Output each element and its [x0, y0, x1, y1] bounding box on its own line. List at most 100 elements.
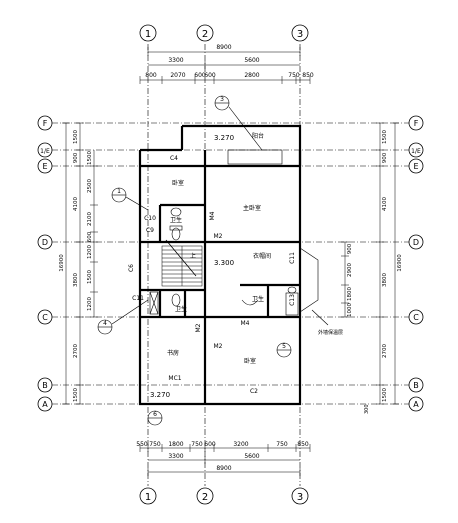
dim-right-detail-2: 2900: [347, 263, 353, 277]
room-bedroom-s: 卧室: [244, 357, 256, 365]
axis-label-3-bottom: 3: [297, 492, 303, 503]
dimension-chain-top: [139, 47, 311, 84]
axis-label-E-left: E: [42, 162, 47, 171]
dim-bottom-detail-1: 550: [136, 441, 148, 448]
dim-left-span-6: 1500: [73, 388, 79, 402]
axis-label-B-left: B: [42, 381, 48, 390]
axis-label-E-right: E: [413, 162, 418, 171]
dimension-chain-right: [341, 122, 399, 405]
room-bedroom-nw: 卧室: [172, 179, 184, 187]
callout-6: 6: [153, 411, 157, 418]
axis-label-F-left: F: [43, 119, 48, 128]
axis-label-1E-left: 1/E: [40, 148, 50, 155]
dim-top-detail-5: 2800: [244, 72, 259, 79]
dim-bottom-span-2: 5600: [244, 453, 259, 460]
dim-top-detail-3: 600: [194, 72, 206, 79]
opening-C4: C4: [170, 155, 178, 162]
stair: [161, 239, 203, 287]
dim-bottom-detail-6: 3200: [233, 441, 248, 448]
dim-left-span-1: 1500: [73, 130, 79, 144]
axis-bubbles-vertical: 1 2 3 1 2 3: [139, 24, 309, 505]
opening-M2-upper: M2: [214, 233, 223, 240]
axis-label-1-bottom: 1: [145, 492, 151, 503]
axis-label-A-right: A: [413, 400, 419, 409]
opening-C2: C2: [250, 388, 258, 395]
bay-window: [299, 247, 329, 326]
opening-C10: C10: [144, 215, 156, 222]
dim-top-detail-1: 800: [145, 72, 157, 79]
opening-MC1: MC1: [168, 375, 181, 382]
dim-right-span-3: 4100: [382, 197, 388, 211]
fixtures: [149, 149, 299, 316]
opening-M2-middle: M2: [195, 323, 202, 332]
dim-right-span-4: 3800: [382, 273, 388, 287]
dimension-chain-left: [62, 122, 98, 405]
axis-label-2-bottom: 2: [202, 492, 208, 503]
dim-top-span-2: 5600: [244, 57, 259, 64]
dim-left-detail-7: 1200: [87, 297, 93, 311]
dim-right-span-2: 900: [382, 152, 388, 163]
axis-label-F-right: F: [414, 119, 419, 128]
dim-bottom-overall: 8900: [216, 465, 231, 472]
opening-M4-upper: M4: [209, 211, 216, 220]
elevation-stair: 3.300: [214, 259, 234, 267]
axis-label-D-right: D: [413, 238, 419, 247]
room-balcony: 阳台: [252, 132, 264, 140]
stair-direction-label: 上: [190, 252, 196, 260]
opening-C13: C13: [289, 294, 296, 306]
dim-top-span-1: 3300: [168, 57, 183, 64]
axis-label-2-top: 2: [202, 29, 208, 40]
room-toilet: 卫生: [175, 305, 187, 313]
elevation-balcony: 3.270: [214, 134, 234, 142]
axis-label-A-left: A: [42, 400, 48, 409]
room-closet: 衣帽间: [253, 252, 271, 260]
axis-label-3-top: 3: [297, 29, 303, 40]
dim-top-detail-7: 850: [302, 72, 314, 79]
callout-1: 1: [117, 188, 121, 195]
dim-bottom-detail-5: 600: [204, 441, 216, 448]
dim-right-detail-1: 900: [347, 243, 353, 254]
axis-label-1-top: 1: [145, 29, 151, 40]
dim-bottom-span-1: 3300: [168, 453, 183, 460]
dim-top-detail-6: 750: [288, 72, 300, 79]
dim-right-overall: 16900: [397, 254, 403, 272]
room-bath: 卫生: [170, 216, 182, 224]
dim-right-span-6: 1500: [382, 388, 388, 402]
dim-bottom-detail-7: 750: [276, 441, 288, 448]
dim-left-detail-2: 2500: [87, 179, 93, 193]
dim-left-detail-5: 1200: [87, 245, 93, 259]
side-note: 300: [364, 404, 370, 414]
axis-label-B-right: B: [413, 381, 419, 390]
dim-left-span-4: 3800: [73, 273, 79, 287]
callout-5: 5: [282, 343, 286, 350]
dim-top-detail-2: 2070: [170, 72, 185, 79]
dim-right-span-5: 2700: [382, 344, 388, 358]
insulation-annotation: 外墙保温层: [318, 329, 343, 336]
opening-C11-right: C11: [289, 252, 296, 264]
dim-bottom-detail-8: 850: [297, 441, 309, 448]
axis-label-D-left: D: [42, 238, 48, 247]
room-bath2: 卫生: [252, 295, 264, 303]
opening-M2-lower: M2: [214, 343, 223, 350]
opening-M4-lower: M4: [241, 320, 250, 327]
walls: [138, 124, 302, 406]
dim-left-span-2: 900: [73, 152, 79, 163]
dim-left-detail-3: 2100: [87, 212, 93, 226]
room-study: 书房: [167, 349, 179, 357]
dim-right-detail-3: 1800: [347, 287, 353, 301]
dim-bottom-detail-2: 750: [149, 441, 161, 448]
elevation-terrace: 3.270: [150, 391, 170, 399]
dim-left-span-5: 2700: [73, 344, 79, 358]
callout-3: 3: [220, 96, 224, 103]
dim-bottom-detail-4: 750: [191, 441, 203, 448]
dimension-chain-bottom: [139, 444, 311, 476]
dim-top-overall: 8900: [216, 44, 231, 51]
opening-C11-left: C11: [132, 295, 144, 302]
opening-C6: C6: [128, 264, 135, 272]
dim-left-detail-4: 600: [87, 231, 93, 242]
detail-callouts: [97, 95, 292, 426]
dim-left-overall: 16900: [59, 254, 65, 272]
dim-right-detail-4: 1000: [347, 303, 353, 317]
dim-top-detail-4: 600: [204, 72, 216, 79]
axis-label-C-left: C: [42, 313, 48, 322]
